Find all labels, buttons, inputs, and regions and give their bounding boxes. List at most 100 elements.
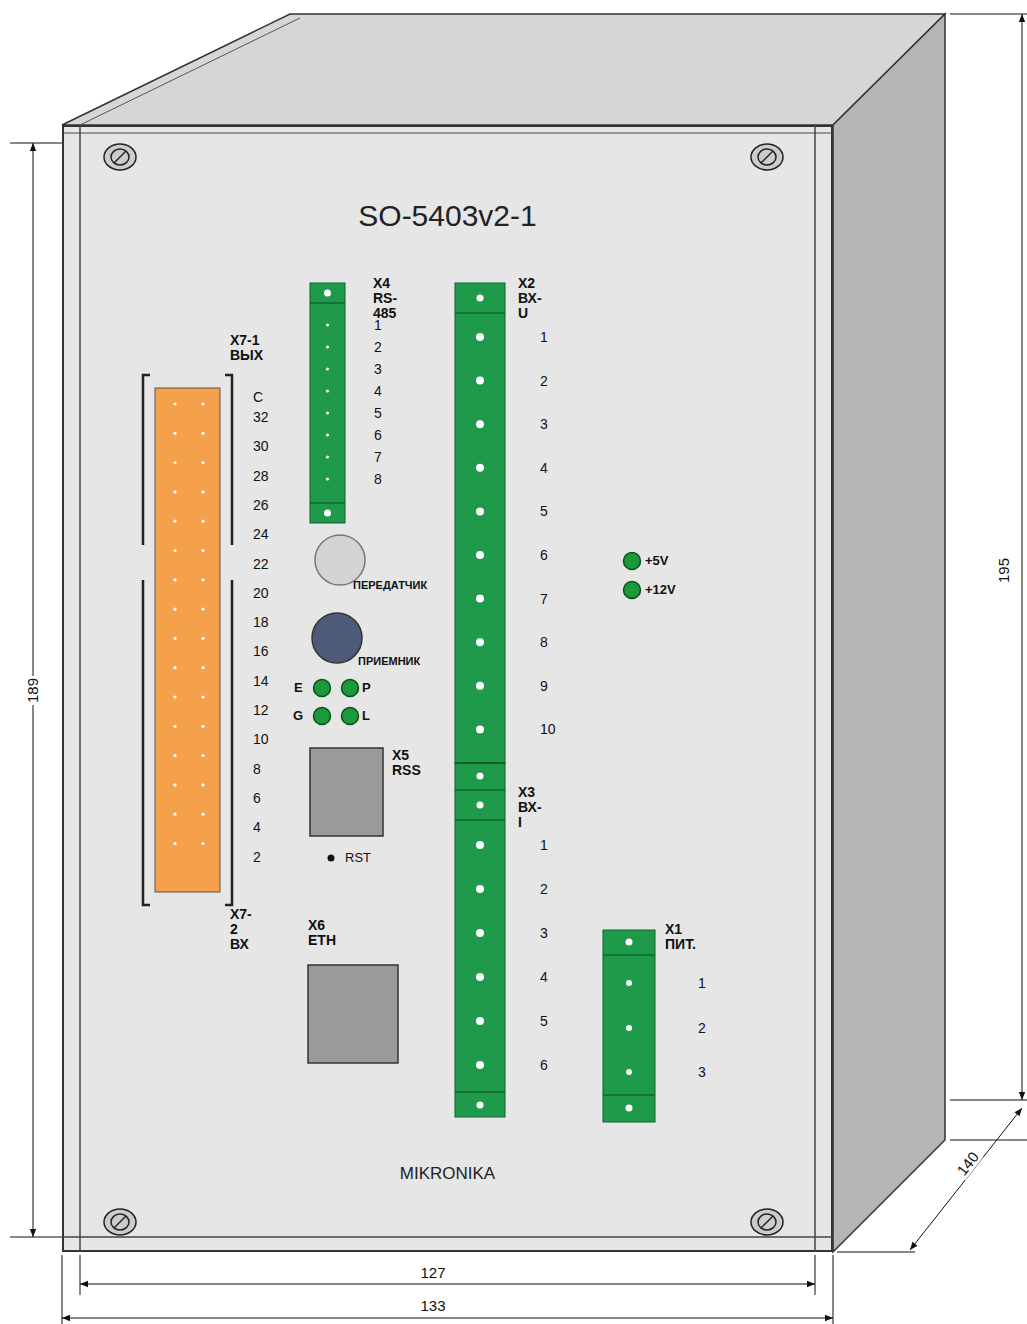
button — [312, 613, 362, 663]
pin-number: 8 — [374, 471, 382, 487]
connector-label: X3 ВХ-I — [518, 785, 542, 830]
panel-details — [62, 125, 833, 1252]
pin-number: 5 — [374, 405, 382, 421]
pin-number: 5 — [540, 1013, 548, 1029]
led-label: +12V — [645, 582, 676, 598]
pin-number: 26 — [253, 497, 269, 513]
ribbon-header — [155, 388, 220, 892]
connector-label: X5 RSS — [392, 748, 421, 778]
pin-number: 2 — [253, 849, 261, 865]
pin-number: 4 — [540, 460, 548, 476]
pin-number: 28 — [253, 468, 269, 484]
dimension-lines — [10, 14, 1027, 1324]
connector-label: X7-2 ВХ — [230, 907, 252, 952]
pin-number: 7 — [540, 591, 548, 607]
pin-number: 22 — [253, 556, 269, 572]
led — [314, 680, 331, 697]
dimension: 133 — [418, 1297, 447, 1314]
connector-label: X1 ПИТ. — [665, 922, 696, 952]
connector-label: X7-1 ВЫХ — [230, 333, 263, 363]
pin-number: 1 — [540, 329, 548, 345]
button-label: ПЕРЕДАТЧИК — [353, 579, 427, 591]
led-label: +5V — [645, 553, 669, 569]
pin-number: 3 — [698, 1064, 706, 1080]
x1-terminal: X1 ПИТ. — [603, 930, 655, 1122]
x6-socket: X6 ETH — [308, 965, 398, 1063]
pin-number: 2 — [540, 881, 548, 897]
pin-number: 2 — [374, 339, 382, 355]
x5-socket: X5 RSS — [310, 748, 383, 836]
x4-connector: X4 RS-485 — [310, 283, 345, 523]
button-label: RST — [345, 850, 371, 866]
connector-label: X4 RS-485 — [373, 276, 397, 321]
top-edge — [80, 18, 300, 125]
front-panel: SO-5403v2-1MIKRONIKAX7-1 ВЫХX7-2 ВХX4 RS… — [62, 125, 833, 1252]
pin-number: 2 — [540, 373, 548, 389]
x3-terminal: X3 ВХ-I — [455, 790, 505, 1117]
led — [624, 582, 641, 599]
pin-number: 1 — [374, 317, 382, 333]
screw — [104, 144, 136, 170]
led-label: G — [293, 708, 303, 724]
screw — [751, 144, 783, 170]
led-label: L — [362, 708, 370, 724]
pin-number: 8 — [253, 761, 261, 777]
pin-number: 9 — [540, 678, 548, 694]
dimension: 127 — [418, 1264, 447, 1281]
terminal-block — [603, 930, 655, 1122]
pin-number: 20 — [253, 585, 269, 601]
connector-label: X2 ВХ-U — [518, 276, 542, 321]
pin-number: 24 — [253, 526, 269, 542]
screw — [104, 1209, 136, 1235]
button-label: ПРИЕМНИК — [358, 655, 420, 667]
pin-number: 6 — [540, 1057, 548, 1073]
pin-number: 6 — [540, 547, 548, 563]
terminal-block — [455, 763, 505, 790]
led-label: E — [294, 680, 303, 696]
dimension: 189 — [25, 675, 42, 704]
terminal-block — [455, 283, 505, 763]
pin-number: 2 — [698, 1020, 706, 1036]
pin-number: 18 — [253, 614, 269, 630]
dimension: 195 — [996, 555, 1013, 584]
terminal-block — [310, 283, 345, 523]
led-label: P — [362, 680, 371, 696]
rj-socket — [308, 965, 398, 1063]
maker-name: MIKRONIKA — [64, 1163, 831, 1184]
pin-number: 5 — [540, 503, 548, 519]
pin-number: 3 — [540, 925, 548, 941]
pin-number: 10 — [253, 731, 269, 747]
pin-number: 32 — [253, 409, 269, 425]
x7-connector: X7-1 ВЫХX7-2 ВХ — [155, 388, 220, 892]
button — [315, 535, 365, 585]
pin-number: 6 — [374, 427, 382, 443]
rj-socket — [310, 748, 383, 836]
led — [624, 553, 641, 570]
pin-number: 14 — [253, 673, 269, 689]
led — [314, 708, 331, 725]
terminal-block — [455, 790, 505, 1117]
led — [342, 708, 359, 725]
pin-number: C — [253, 389, 263, 405]
side-face — [833, 14, 945, 1252]
pin-number: 1 — [540, 837, 548, 853]
device-title: SO-5403v2-1 — [64, 199, 831, 233]
pin-number: 4 — [253, 819, 261, 835]
dimension: 140 — [952, 1146, 983, 1179]
receiver-button: ПРИЕМНИК — [312, 613, 362, 663]
pin-number: 16 — [253, 643, 269, 659]
reset-hole — [328, 855, 335, 862]
top-face — [62, 14, 945, 125]
pin-number: 4 — [540, 969, 548, 985]
pin-number: 8 — [540, 634, 548, 650]
pin-number: 7 — [374, 449, 382, 465]
pin-number: 3 — [374, 361, 382, 377]
connector-label: X6 ETH — [308, 918, 336, 948]
pin-number: 30 — [253, 438, 269, 454]
led — [342, 680, 359, 697]
screw — [751, 1209, 783, 1235]
pin-number: 10 — [540, 721, 556, 737]
pin-number: 1 — [698, 975, 706, 991]
pin-number: 12 — [253, 702, 269, 718]
connector-bracket — [143, 375, 232, 905]
